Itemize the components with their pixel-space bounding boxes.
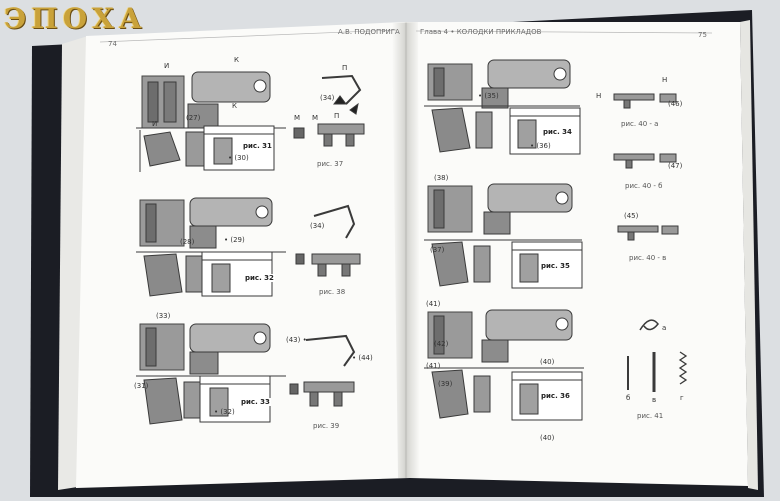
left-page-header: А.В. ПОДОПРИГА bbox=[338, 28, 400, 36]
label-p-mid: П bbox=[334, 112, 340, 120]
label-41-top: (41) bbox=[426, 300, 441, 308]
fig31-drawing bbox=[136, 71, 286, 172]
gutter-shadow bbox=[392, 22, 420, 478]
label-28: (28) bbox=[180, 238, 195, 246]
fig36-drawing bbox=[424, 309, 584, 421]
label-42: (42) bbox=[434, 340, 449, 348]
fig33-drawing bbox=[136, 323, 286, 425]
label-fig41-v: в bbox=[652, 396, 657, 404]
label-34-fig37: (34) bbox=[320, 94, 335, 102]
caption-fig36: рис. 36 bbox=[540, 392, 571, 400]
label-fig41-g: г bbox=[680, 394, 684, 402]
label-39: (39) bbox=[438, 380, 453, 388]
label-46: (46) bbox=[668, 100, 683, 108]
label-k-side: К bbox=[232, 102, 237, 110]
label-36: • (36) bbox=[530, 142, 551, 150]
fig35-drawing bbox=[424, 183, 583, 289]
caption-fig39: рис. 39 bbox=[313, 422, 340, 430]
label-h-top: Н bbox=[662, 76, 668, 84]
right-page-number: 75 bbox=[698, 31, 707, 39]
fig37-drawing bbox=[293, 74, 365, 147]
right-page-header: Глава 4 • КОЛОДКИ ПРИКЛАДОВ bbox=[420, 28, 542, 36]
caption-fig33: рис. 33 bbox=[240, 398, 271, 406]
left-page-number: 74 bbox=[108, 40, 117, 48]
label-i-top: И bbox=[164, 62, 170, 70]
caption-fig40b: рис. 40 - б bbox=[625, 182, 663, 190]
label-fig41-a: а bbox=[662, 324, 667, 332]
caption-fig40v: рис. 40 - в bbox=[629, 254, 667, 262]
caption-fig41: рис. 41 bbox=[637, 412, 664, 420]
caption-fig38: рис. 38 bbox=[319, 288, 346, 296]
right-header-rule bbox=[415, 30, 713, 34]
caption-fig35: рис. 35 bbox=[540, 262, 571, 270]
caption-fig40a: рис. 40 - а bbox=[621, 120, 659, 128]
label-h-left: Н bbox=[596, 92, 602, 100]
label-34-fig38: (34) bbox=[310, 222, 325, 230]
left-header-rule bbox=[99, 29, 397, 43]
label-37: (37) bbox=[430, 246, 445, 254]
label-30: • (30) bbox=[228, 154, 249, 162]
fig32-drawing bbox=[136, 197, 286, 297]
fig40a-drawing bbox=[613, 93, 677, 109]
label-40-top: (40) bbox=[540, 358, 555, 366]
caption-fig37: рис. 37 bbox=[317, 160, 344, 168]
fig40v-drawing bbox=[617, 225, 679, 241]
label-43: (43) • bbox=[286, 336, 307, 344]
fig34-drawing bbox=[424, 59, 581, 155]
label-38: (38) bbox=[434, 174, 449, 182]
caption-fig32: рис. 32 bbox=[244, 274, 275, 282]
label-47: (47) bbox=[668, 162, 683, 170]
label-45: (45) bbox=[624, 212, 639, 220]
label-27: (27) bbox=[186, 114, 201, 122]
label-35: • (35) bbox=[478, 92, 499, 100]
label-40-bottom: (40) bbox=[540, 434, 555, 442]
fig41-drawing bbox=[627, 319, 688, 392]
caption-fig31: рис. 31 bbox=[242, 142, 273, 150]
label-29: • (29) bbox=[224, 236, 245, 244]
fig40b-drawing bbox=[613, 153, 677, 169]
caption-fig34: рис. 34 bbox=[542, 128, 573, 136]
label-m-left: М bbox=[294, 114, 301, 122]
label-m-right: М bbox=[312, 114, 319, 122]
fig38-drawing bbox=[295, 204, 361, 277]
label-44: • (44) bbox=[352, 354, 373, 362]
label-33: (33) bbox=[156, 312, 171, 320]
label-41-bottom: (41) bbox=[426, 362, 441, 370]
label-31: (31) bbox=[134, 382, 149, 390]
label-fig41-b: б bbox=[626, 394, 631, 402]
label-p-top: П bbox=[342, 64, 348, 72]
label-i-side: И bbox=[152, 120, 158, 128]
label-32: • (32) bbox=[214, 408, 235, 416]
watermark-logo: ЭПОХА bbox=[4, 2, 147, 35]
label-k-top: К bbox=[234, 56, 239, 64]
page-edges-right bbox=[740, 20, 758, 490]
fig39-drawing bbox=[289, 334, 356, 407]
